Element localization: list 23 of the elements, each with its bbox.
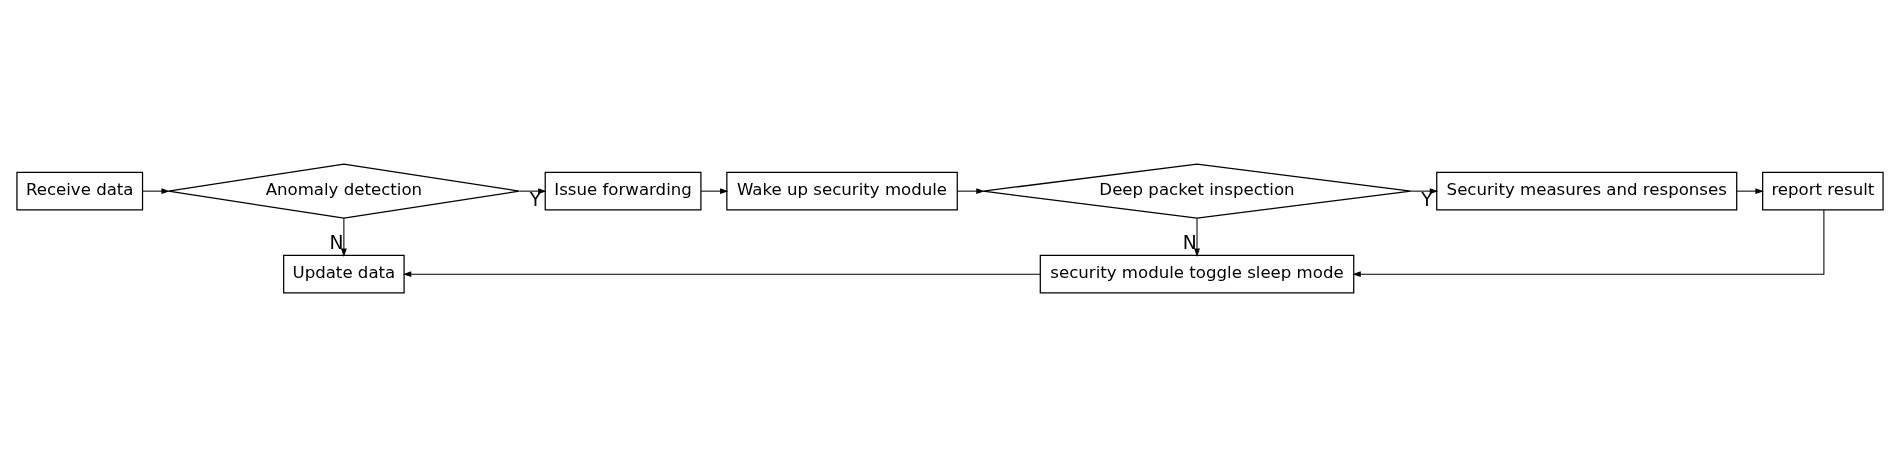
edge-label: N xyxy=(1182,231,1197,253)
arrow xyxy=(1194,217,1200,257)
node-box: Receive data xyxy=(16,171,144,211)
node-box: Update data xyxy=(283,254,405,294)
arrow xyxy=(1410,188,1439,195)
node-box: Security measures and responses xyxy=(1436,171,1738,211)
arrow xyxy=(956,188,985,195)
node-box: Wake up security module xyxy=(726,171,958,211)
node-box: Issue forwarding xyxy=(544,171,702,211)
arrow xyxy=(142,188,170,195)
arrow xyxy=(700,188,729,195)
edge-label: N xyxy=(329,231,344,253)
node-diamond: Deep packet inspection xyxy=(982,163,1412,219)
arrow xyxy=(1736,188,1764,195)
arrow xyxy=(519,188,547,195)
arrow xyxy=(1352,209,1825,278)
edge-label: Y xyxy=(1421,189,1433,211)
node-diamond: Anomaly detection xyxy=(167,163,520,219)
arrow xyxy=(402,271,1041,278)
node-box: security module toggle sleep mode xyxy=(1039,254,1355,294)
node-box: report result xyxy=(1762,171,1884,211)
edge-label: Y xyxy=(529,189,542,211)
arrow xyxy=(340,217,347,257)
